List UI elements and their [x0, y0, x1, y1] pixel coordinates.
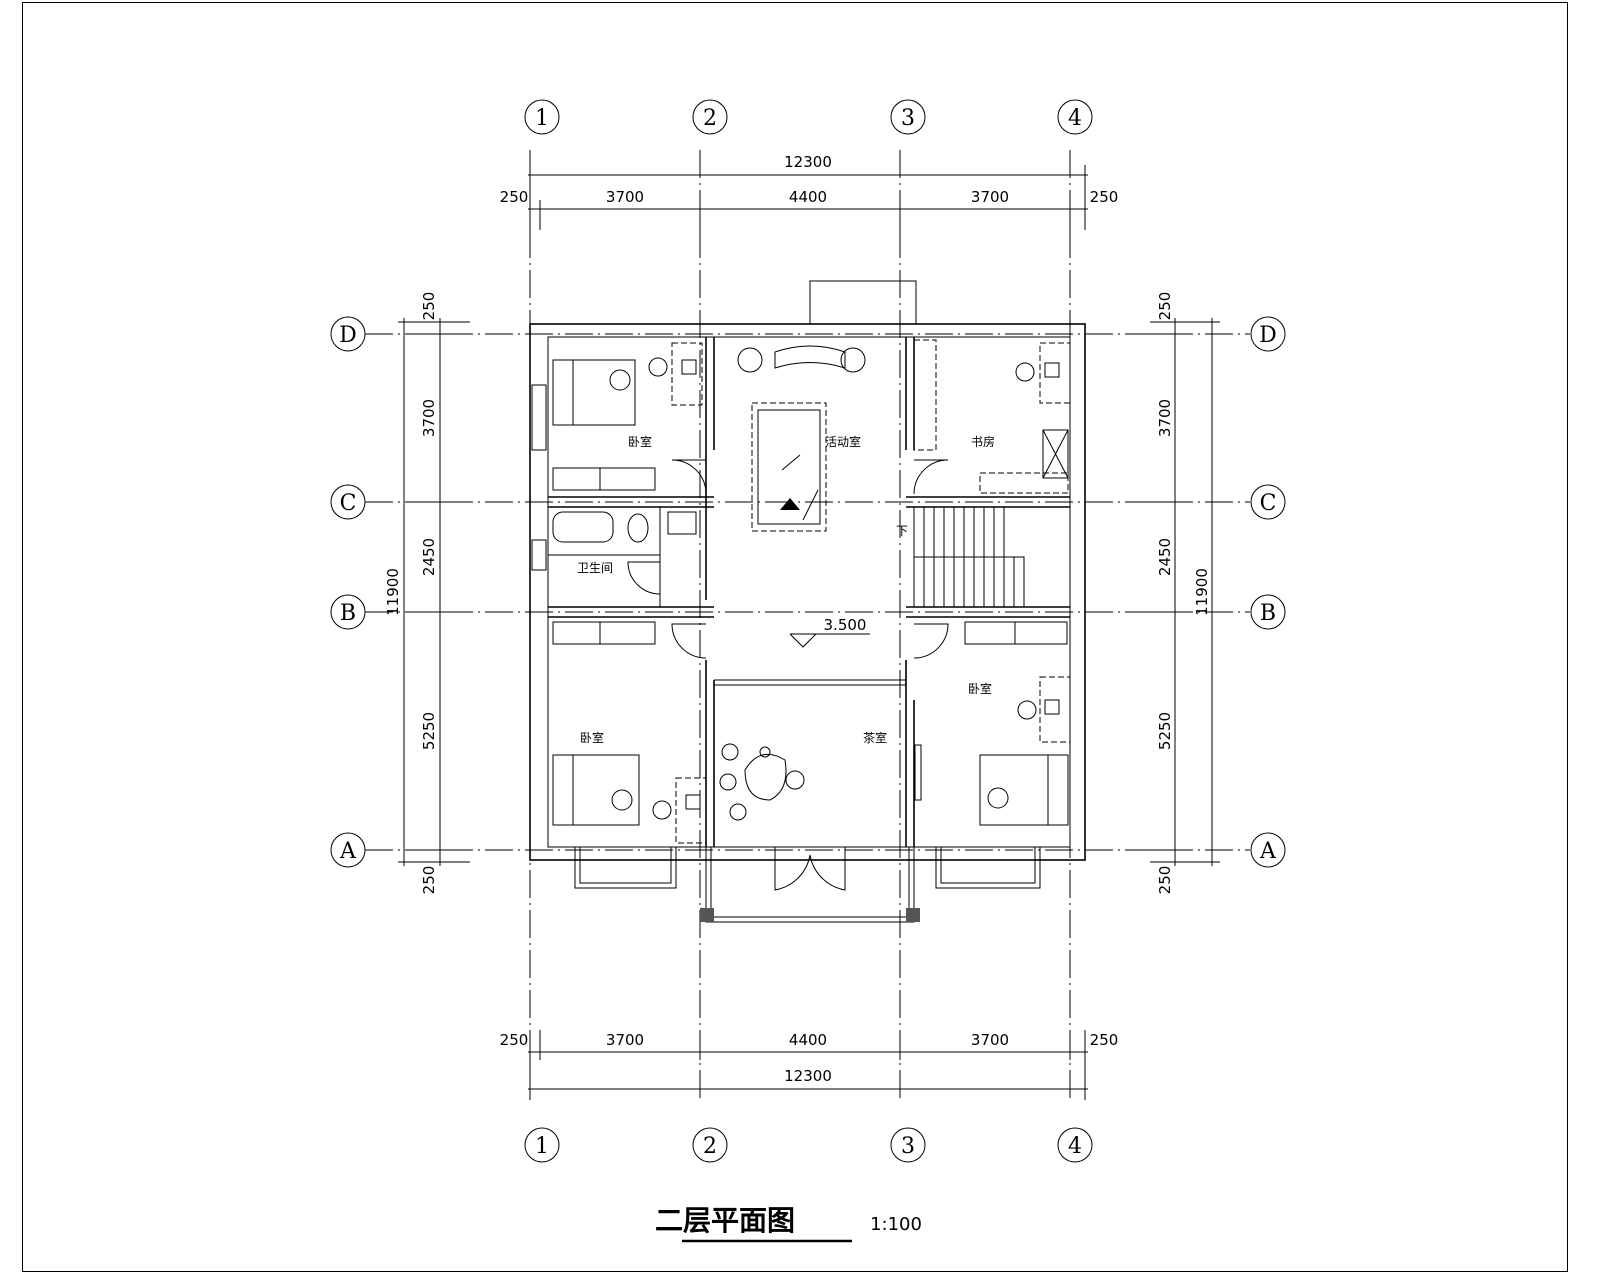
level-mark: 3.500 [789, 616, 870, 648]
level-mark-text: 3.500 [824, 616, 867, 634]
room-label-study: 书房 [971, 434, 995, 449]
dim-top-3: 3700 [971, 188, 1009, 206]
stair-down-label: 下 [896, 524, 908, 538]
dim-top-4: 250 [1090, 188, 1119, 206]
axis-bubbles-sides: D C B A D C B A [330, 316, 1286, 868]
axis-D-right-label: D [1259, 323, 1277, 348]
dim-left-0: 250 [420, 292, 438, 321]
dim-bottom-4: 250 [1090, 1031, 1119, 1049]
dim-right-total: 11900 [1193, 568, 1211, 616]
dim-left-3: 5250 [420, 712, 438, 750]
axis-1-top-label: 1 [535, 106, 549, 131]
dim-bottom-0: 250 [500, 1031, 529, 1049]
drawing-title: 二层平面图 [655, 1204, 795, 1237]
axis-C-right-label: C [1260, 491, 1277, 516]
dimension-top: 12300 250 3700 4400 3700 250 [500, 153, 1119, 230]
balconies [574, 847, 1041, 923]
dimension-bottom: 250 3700 4400 3700 250 12300 [500, 1030, 1119, 1100]
activity-room-furniture [737, 345, 866, 532]
doors [627, 459, 949, 659]
axis-3-top-label: 3 [901, 106, 915, 131]
dimension-right: 250 3700 2450 5250 250 11900 [1150, 292, 1220, 895]
axis-A-left-label: A [339, 839, 357, 864]
room-label-activity-room: 活动室 [825, 434, 861, 449]
room-label-bedroom-top-left: 卧室 [628, 434, 652, 449]
dim-right-3: 5250 [1156, 712, 1174, 750]
drawing-scale: 1:100 [870, 1214, 922, 1235]
room-label-bedroom-bottom-left: 卧室 [580, 730, 604, 745]
axis-C-left-label: C [340, 491, 357, 516]
axis-2-bottom-label: 2 [703, 1134, 717, 1159]
dim-top-1: 3700 [606, 188, 644, 206]
axis-grid [365, 150, 1250, 1100]
bedroom-bottom-left-furniture [552, 621, 707, 844]
dim-right-4: 250 [1156, 866, 1174, 895]
axis-3-bottom-label: 3 [901, 1134, 915, 1159]
axis-1-bottom-label: 1 [535, 1134, 549, 1159]
dim-right-0: 250 [1156, 292, 1174, 321]
dim-top-0: 250 [500, 188, 529, 206]
bedroom-top-left-furniture [552, 342, 703, 491]
drawing-title-block: 二层平面图 1:100 [655, 1204, 922, 1243]
dim-left-1: 3700 [420, 399, 438, 437]
staircase: 下 [896, 506, 1071, 608]
dim-bottom-total: 12300 [784, 1067, 832, 1085]
room-labels: 卧室 活动室 书房 卫生间 卧室 茶室 卧室 [577, 434, 995, 745]
bedroom-bottom-right-furniture [964, 621, 1071, 826]
drawing-frame [22, 2, 1568, 1272]
room-label-bedroom-bottom-right: 卧室 [968, 681, 992, 696]
dim-left-2: 2450 [420, 538, 438, 576]
axis-D-left-label: D [339, 323, 357, 348]
room-label-tea-room: 茶室 [863, 730, 887, 745]
tea-room-furniture [719, 743, 922, 821]
room-label-bathroom: 卫生间 [577, 561, 613, 575]
dimension-left: 250 3700 2450 5250 250 11900 [384, 292, 470, 895]
axis-2-top-label: 2 [703, 106, 717, 131]
dim-top-total: 12300 [784, 153, 832, 171]
axis-B-right-label: B [1260, 601, 1276, 626]
dim-left-4: 250 [420, 866, 438, 895]
axis-bubbles-top: 1 2 3 4 [524, 99, 1093, 135]
axis-4-top-label: 4 [1068, 106, 1082, 131]
dim-bottom-3: 3700 [971, 1031, 1009, 1049]
axis-4-bottom-label: 4 [1068, 1134, 1082, 1159]
axis-A-right-label: A [1259, 839, 1277, 864]
study-furniture [913, 339, 1071, 494]
dim-right-1: 3700 [1156, 399, 1174, 437]
bathroom-fixtures [552, 511, 697, 543]
dim-left-total: 11900 [384, 568, 402, 616]
axis-B-left-label: B [340, 601, 356, 626]
dim-bottom-1: 3700 [606, 1031, 644, 1049]
building-walls [529, 280, 1086, 861]
dim-top-2: 4400 [789, 188, 827, 206]
dim-bottom-2: 4400 [789, 1031, 827, 1049]
dim-right-2: 2450 [1156, 538, 1174, 576]
axis-bubbles-bottom: 1 2 3 4 [524, 1127, 1093, 1163]
